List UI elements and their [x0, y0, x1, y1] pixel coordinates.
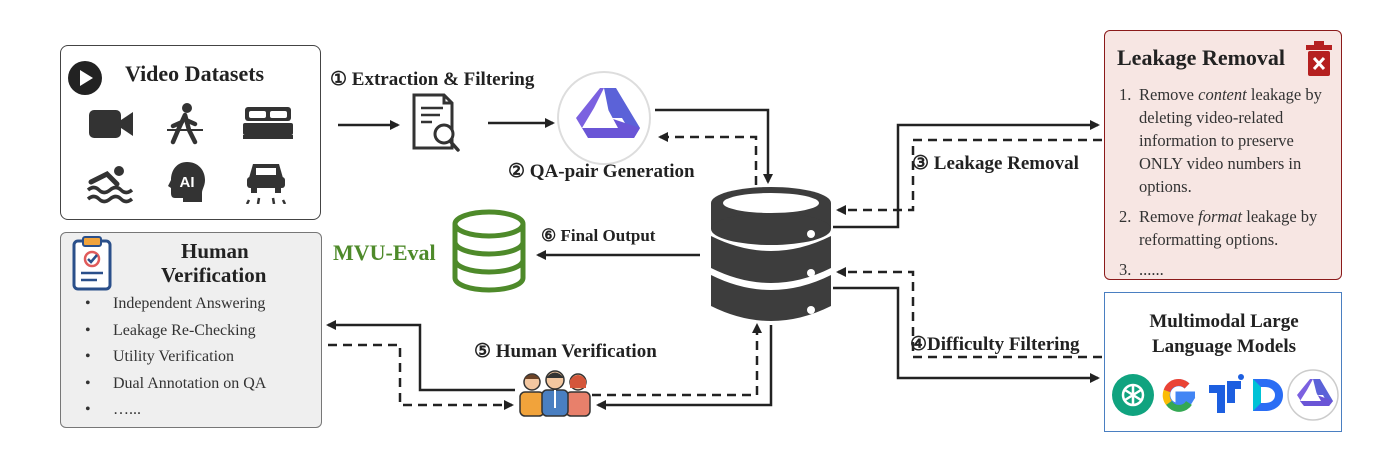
- document-search-icon: [412, 93, 460, 152]
- arrow-leakage-to-database: [836, 138, 1102, 215]
- list-item-prefix: Remove: [1139, 85, 1199, 104]
- openai-logo-icon: [1112, 374, 1154, 416]
- qwen-small-logo-icon: [1287, 369, 1339, 421]
- qwen-logo-icon: [557, 71, 651, 165]
- camera-icon: [89, 110, 133, 138]
- arrow-database-to-generation: [658, 132, 758, 185]
- arrow-human-box-to-verifiers: [328, 343, 514, 410]
- doubao-logo-icon: [1253, 379, 1283, 411]
- step-3-label: ③ Leakage Removal: [912, 153, 1079, 174]
- kling-logo-icon: [1209, 374, 1244, 413]
- mllm-title-line2: Language Models: [1151, 336, 1297, 357]
- list-item: Dual Annotation on QA: [85, 371, 266, 398]
- human-verification-panel: Human Verification Independent Answering…: [60, 232, 322, 428]
- clipboard-check-icon: [72, 236, 112, 291]
- arrow-database-to-mllm: [833, 286, 1100, 383]
- step-5-label: ⑤ Human Verification: [474, 341, 657, 362]
- step-2-label: ② QA-pair Generation: [508, 161, 695, 182]
- list-item-number: 2.: [1119, 207, 1132, 226]
- arrow-database-to-verifiers: [596, 325, 773, 410]
- leakage-removal-title: Leakage Removal: [1117, 45, 1286, 70]
- video-datasets-panel: Video Datasets AI: [60, 45, 321, 220]
- step-4-label: ④Difficulty Filtering: [910, 334, 1080, 355]
- google-logo-icon: [1162, 379, 1196, 412]
- play-icon: [68, 61, 102, 95]
- bed-icon: [243, 107, 293, 139]
- svg-text:AI: AI: [180, 174, 195, 191]
- list-item-text: ......: [1139, 260, 1164, 279]
- list-item: Independent Answering: [85, 291, 266, 318]
- step-6-label: ⑥ Final Output: [541, 226, 656, 245]
- list-item-number: 3.: [1119, 260, 1132, 279]
- list-item: 1. Remove content leakage by deleting vi…: [1119, 83, 1334, 198]
- mllm-panel: Multimodal Large Language Models: [1104, 292, 1342, 432]
- list-item: 2. Remove format leakage by reformatting…: [1119, 205, 1334, 251]
- walking-person-icon: [167, 103, 203, 145]
- list-item: Utility Verification: [85, 344, 266, 371]
- ai-head-icon: AI: [168, 162, 205, 202]
- human-verification-list: Independent Answering Leakage Re-Checkin…: [85, 291, 266, 424]
- verifiers-group-icon: [519, 370, 591, 417]
- database-icon: [711, 187, 831, 321]
- arrow-verifiers-to-database: [592, 323, 762, 397]
- trash-icon: [1306, 41, 1332, 76]
- human-verification-title-line2: Verification: [161, 263, 267, 287]
- list-item-prefix: Remove: [1139, 207, 1199, 226]
- mllm-title-line1: Multimodal Large: [1149, 311, 1299, 332]
- leakage-removal-list: 1. Remove content leakage by deleting vi…: [1119, 83, 1334, 288]
- mvu-eval-database-icon: [452, 209, 526, 293]
- arrow-verifiers-to-human-box: [326, 320, 515, 392]
- mvu-eval-label: MVU-Eval: [333, 240, 436, 265]
- arrow-generation-to-database: [655, 108, 773, 184]
- video-datasets-title: Video Datasets: [125, 61, 265, 86]
- list-item-text: leakage by deleting video-related inform…: [1139, 85, 1322, 196]
- list-item-emphasis: content: [1198, 85, 1247, 104]
- leakage-removal-panel: Leakage Removal 1. Remove content leakag…: [1104, 30, 1342, 280]
- list-item: 3. ......: [1119, 258, 1334, 281]
- step-1-label: ① Extraction & Filtering: [330, 69, 535, 90]
- list-item-number: 1.: [1119, 85, 1132, 104]
- human-verification-title-line1: Human: [181, 239, 249, 263]
- list-item-emphasis: format: [1198, 207, 1243, 226]
- swimmer-icon: [86, 166, 134, 204]
- list-item: …...: [85, 397, 266, 424]
- car-icon: [245, 164, 287, 204]
- list-item-text: leakage by reformatting options.: [1139, 207, 1318, 249]
- arrow-database-to-leakage: [833, 120, 1100, 229]
- list-item: Leakage Re-Checking: [85, 318, 266, 345]
- arrow-mllm-to-database: [836, 267, 1102, 359]
